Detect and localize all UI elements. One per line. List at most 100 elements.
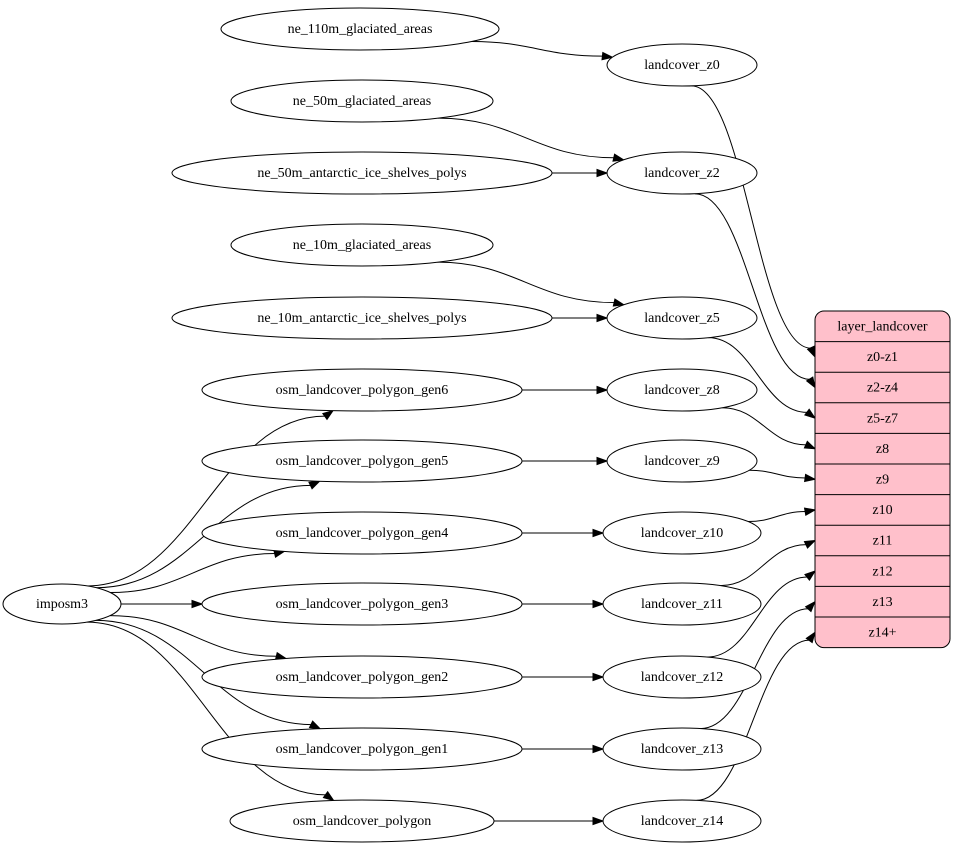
node-ellipse-shape [602, 655, 762, 699]
edge-line [696, 639, 810, 801]
record-row-z14+[interactable]: z14+ [868, 626, 896, 641]
graph-node-landcover_z5[interactable]: landcover_z5 [606, 296, 758, 340]
graph-edge-landcover_z14-to-z14+ [696, 631, 816, 801]
edge-line [87, 415, 326, 587]
graph-edge-imposm3-to-osm_landcover_polygon_gen6 [87, 409, 335, 587]
graph-edge-ne_10m_antarctic_ice_shelves_polys-to-landcover_z5 [552, 313, 609, 323]
graph-node-landcover_z14[interactable]: landcover_z14 [602, 799, 762, 843]
record-node-layer: layer_landcover z0-z1 z2-z4 z5-z7 z8 z9 z10 z11… [814, 310, 951, 649]
graph-edge-osm_landcover_polygon_gen3-to-landcover_z11 [522, 599, 605, 609]
node-ellipse-shape [201, 582, 523, 626]
graph-edge-landcover_z5-to-z5-z7 [708, 337, 817, 419]
edge-arrowhead [308, 480, 321, 490]
graph-node-osm_landcover_polygon_gen3[interactable]: osm_landcover_polygon_gen3 [201, 582, 523, 626]
graph-node-landcover_z12[interactable]: landcover_z12 [602, 655, 762, 699]
node-ellipse-shape [171, 296, 553, 340]
node-label-landcover_z13: landcover_z13 [641, 742, 723, 757]
node-label-osm_landcover_polygon_gen1: osm_landcover_polygon_gen1 [276, 742, 449, 757]
edge-line [748, 511, 806, 523]
graph-node-ne_110m_glaciated_areas[interactable]: ne_110m_glaciated_areas [220, 7, 500, 51]
graph-node-ne_10m_glaciated_areas[interactable]: ne_10m_glaciated_areas [230, 223, 494, 267]
graph-node-osm_landcover_polygon[interactable]: osm_landcover_polygon [229, 799, 495, 843]
graph-edge-osm_landcover_polygon_gen6-to-landcover_z8 [522, 385, 609, 395]
node-label-landcover_z8: landcover_z8 [644, 383, 719, 398]
graph-edge-ne_50m_antarctic_ice_shelves_polys-to-landcover_z2 [552, 168, 609, 178]
node-ellipse-shape [201, 511, 523, 555]
node-label-osm_landcover_polygon_gen5: osm_landcover_polygon_gen5 [276, 454, 449, 469]
graph-node-ne_10m_antarctic_ice_shelves_polys[interactable]: ne_10m_antarctic_ice_shelves_polys [171, 296, 553, 340]
node-label-landcover_z0: landcover_z0 [644, 58, 719, 73]
node-ellipse-shape [230, 79, 494, 123]
node-label-osm_landcover_polygon_gen2: osm_landcover_polygon_gen2 [276, 670, 449, 685]
node-ellipse-shape [230, 223, 494, 267]
record-row-z2-z4[interactable]: z2-z4 [867, 381, 898, 396]
edge-line [749, 469, 806, 479]
graph-node-ne_50m_glaciated_areas[interactable]: ne_50m_glaciated_areas [230, 79, 494, 123]
edge-arrowhead [805, 376, 816, 389]
graph-edge-osm_landcover_polygon-to-landcover_z14 [494, 816, 605, 826]
graph-node-landcover_z0[interactable]: landcover_z0 [606, 43, 758, 87]
graph-node-landcover_z2[interactable]: landcover_z2 [606, 151, 758, 195]
edge-line [471, 40, 603, 57]
node-ellipse-shape [229, 799, 495, 843]
node-label-osm_landcover_polygon_gen6: osm_landcover_polygon_gen6 [276, 383, 449, 398]
edge-arrowhead [612, 153, 625, 162]
edge-arrowhead [322, 790, 335, 802]
graph-node-osm_landcover_polygon_gen5[interactable]: osm_landcover_polygon_gen5 [201, 439, 523, 483]
node-label-ne_110m_glaciated_areas: ne_110m_glaciated_areas [288, 22, 433, 37]
graph-edge-landcover_z12-to-z12 [707, 570, 817, 658]
edge-arrowhead [612, 298, 626, 307]
edge-line [722, 407, 807, 446]
node-label-landcover_z14: landcover_z14 [641, 814, 723, 829]
graph-node-osm_landcover_polygon_gen1[interactable]: osm_landcover_polygon_gen1 [201, 727, 523, 771]
graph-node-landcover_z10[interactable]: landcover_z10 [602, 511, 762, 555]
record-header-label: layer_landcover [837, 320, 928, 335]
graph-node-landcover_z11[interactable]: landcover_z11 [602, 582, 762, 626]
graph-node-imposm3[interactable]: imposm3 [2, 583, 122, 625]
graph-node-osm_landcover_polygon_gen6[interactable]: osm_landcover_polygon_gen6 [201, 368, 523, 412]
graph-edge-ne_110m_glaciated_areas-to-landcover_z0 [471, 40, 614, 61]
edge-arrowhead [592, 744, 605, 754]
edge-line [708, 337, 808, 413]
graph-edge-landcover_z10-to-z10 [748, 507, 817, 523]
node-label-imposm3: imposm3 [36, 597, 88, 612]
record-row-z13[interactable]: z13 [872, 595, 892, 610]
graph-node-ne_50m_antarctic_ice_shelves_polys[interactable]: ne_50m_antarctic_ice_shelves_polys [171, 151, 553, 195]
node-label-ne_10m_glaciated_areas: ne_10m_glaciated_areas [293, 238, 431, 253]
graph-edge-imposm3-to-osm_landcover_polygon_gen4 [110, 549, 286, 594]
edge-line [95, 619, 312, 726]
graph-node-landcover_z9[interactable]: landcover_z9 [606, 439, 758, 483]
node-label-landcover_z5: landcover_z5 [644, 311, 719, 326]
edge-arrowhead [596, 313, 609, 323]
graph-node-osm_landcover_polygon_gen2[interactable]: osm_landcover_polygon_gen2 [201, 655, 523, 699]
edge-arrowhead [601, 51, 614, 61]
record-row-z10[interactable]: z10 [872, 503, 892, 518]
graph-node-landcover_z8[interactable]: landcover_z8 [606, 368, 758, 412]
edge-arrowhead [596, 456, 609, 466]
record-row-z11[interactable]: z11 [873, 534, 893, 549]
edge-line [691, 85, 812, 349]
graph-node-osm_landcover_polygon_gen4[interactable]: osm_landcover_polygon_gen4 [201, 511, 523, 555]
node-ellipse-shape [606, 296, 758, 340]
record-node-layer-landcover[interactable]: layer_landcover z0-z1 z2-z4 z5-z7 z8 z9 z10 z11… [814, 310, 951, 649]
record-row-z5-z7[interactable]: z5-z7 [867, 411, 898, 426]
graph-edge-landcover_z9-to-z9 [749, 469, 817, 483]
record-row-z8[interactable]: z8 [876, 442, 889, 457]
node-label-landcover_z2: landcover_z2 [644, 166, 719, 181]
graph-node-landcover_z13[interactable]: landcover_z13 [602, 727, 762, 771]
graph-edge-osm_landcover_polygon_gen2-to-landcover_z12 [522, 672, 605, 682]
node-ellipse-shape [602, 727, 762, 771]
record-row-z0-z1[interactable]: z0-z1 [867, 350, 898, 365]
node-ellipse-shape [602, 511, 762, 555]
edge-arrowhead [804, 408, 817, 419]
edge-arrowhead [596, 385, 609, 395]
graph-edge-osm_landcover_polygon_gen5-to-landcover_z9 [522, 456, 609, 466]
record-row-z12[interactable]: z12 [872, 564, 892, 579]
edge-arrowhead [804, 570, 817, 582]
edge-arrowhead [803, 539, 817, 549]
record-row-z9[interactable]: z9 [876, 473, 889, 488]
node-ellipse-shape [201, 368, 523, 412]
graph-edge-imposm3-to-osm_landcover_polygon_gen2 [109, 615, 288, 661]
record-node-body [814, 310, 951, 649]
